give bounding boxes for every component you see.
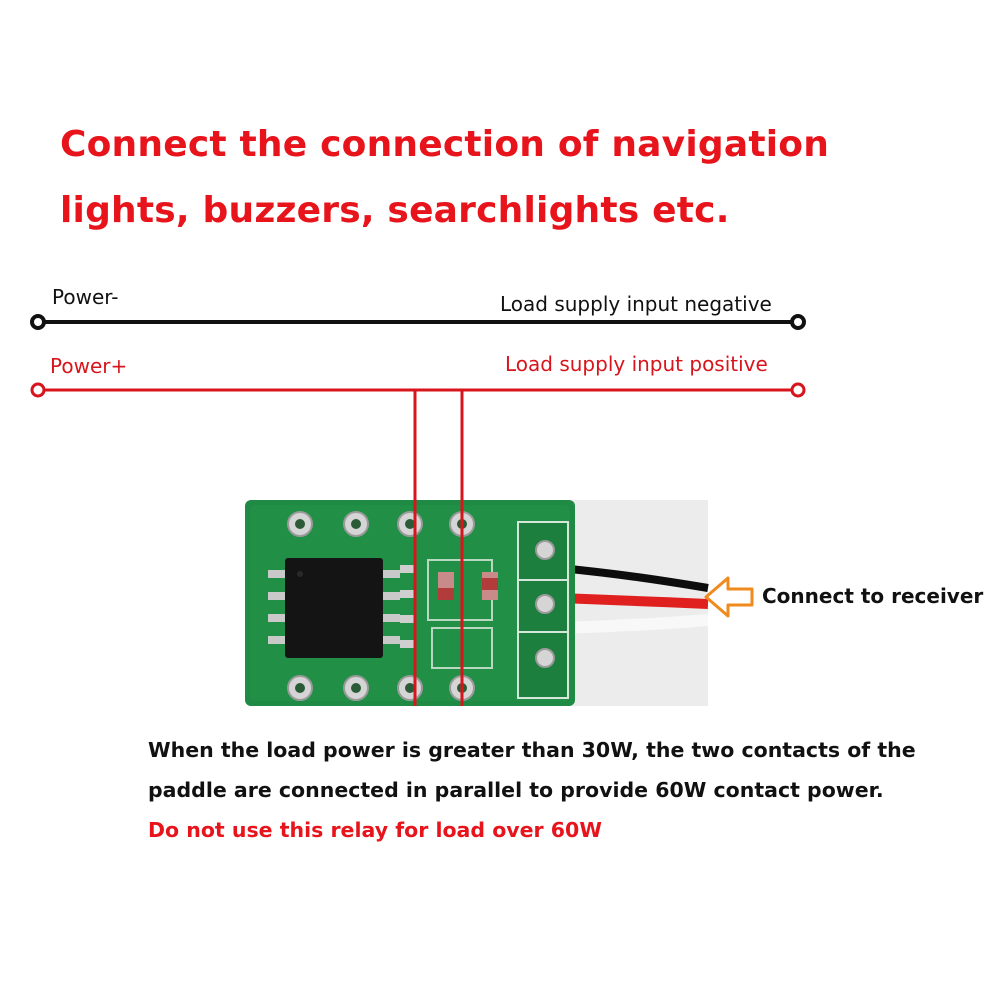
receiver-cable-white (559, 614, 709, 634)
power-minus-label: Power- (52, 285, 119, 309)
warning-text: Do not use this relay for load over 60W (148, 818, 602, 842)
receiver-connector (517, 521, 569, 699)
positive-wire-left-terminal (30, 382, 46, 398)
ic-chip (268, 558, 400, 658)
receiver-cable-red (559, 593, 709, 609)
receiver-cable-black (559, 564, 709, 592)
drop-lines (413, 390, 464, 706)
arrow-left-outline-icon (704, 576, 754, 618)
positive-wire-right-terminal (790, 382, 806, 398)
load-negative-label: Load supply input negative (500, 292, 772, 316)
power-plus-label: Power+ (50, 354, 128, 378)
smd-pads (400, 565, 414, 648)
negative-wire-right-terminal (790, 314, 806, 330)
note-line-2: paddle are connected in parallel to prov… (148, 778, 884, 802)
relay-board-photo (245, 500, 709, 706)
connect-receiver-label: Connect to receiver (762, 584, 984, 608)
headline-line-1: Connect the connection of navigation (60, 124, 830, 165)
note-line-1: When the load power is greater than 30W,… (148, 738, 916, 762)
headline-line-2: lights, buzzers, searchlights etc. (60, 190, 730, 231)
load-positive-label: Load supply input positive (505, 352, 768, 376)
negative-wire-left-terminal (30, 314, 46, 330)
leds (427, 559, 498, 669)
